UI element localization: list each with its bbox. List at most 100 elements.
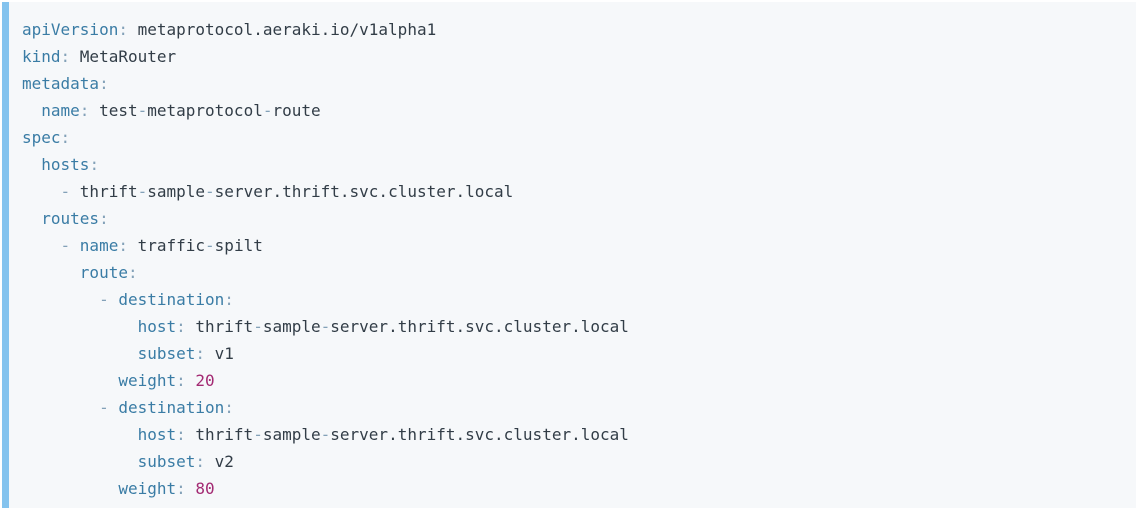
code-token-key: routes — [41, 209, 100, 228]
code-token-value: route — [272, 101, 321, 120]
code-token-sp — [22, 398, 99, 417]
code-token-sp — [22, 317, 138, 336]
code-token-dash: - — [99, 290, 119, 309]
code-token-sp — [22, 182, 61, 201]
code-token-key: weight — [118, 371, 177, 390]
code-token-punc: : — [176, 479, 196, 498]
code-line: - thrift-sample-server.thrift.svc.cluste… — [22, 178, 1120, 205]
code-token-punc: : — [118, 20, 138, 39]
code-token-hyphen: - — [320, 317, 331, 336]
code-line: host: thrift-sample-server.thrift.svc.cl… — [22, 421, 1120, 448]
code-token-sp — [22, 236, 61, 255]
code-token-punc: : — [99, 209, 109, 228]
code-token-value: spilt — [214, 236, 263, 255]
code-token-val: metaprotocol.aeraki.io/v1alpha1 — [137, 20, 437, 39]
code-token-key: kind — [22, 47, 61, 66]
code-token-punc: : — [176, 425, 196, 444]
code-token-dash: - — [60, 236, 80, 255]
code-token-val: v1 — [214, 344, 234, 363]
code-token-hyphen: - — [320, 425, 331, 444]
code-token-num: 20 — [195, 371, 215, 390]
code-token-hyphen: - — [137, 101, 148, 120]
code-token-value: sample — [262, 425, 321, 444]
code-token-value: sample — [262, 317, 321, 336]
code-token-key: host — [137, 317, 177, 336]
code-line: name: test-metaprotocol-route — [22, 97, 1120, 124]
code-token-punc: : — [99, 74, 109, 93]
code-token-key: subset — [137, 344, 196, 363]
code-token-value: thrift — [195, 317, 254, 336]
code-token-key: route — [79, 263, 128, 282]
code-line: routes: — [22, 205, 1120, 232]
code-line: subset: v2 — [22, 448, 1120, 475]
code-line: - name: traffic-spilt — [22, 232, 1120, 259]
code-line: metadata: — [22, 70, 1120, 97]
code-token-value: sample — [147, 182, 206, 201]
code-token-dash: - — [99, 398, 119, 417]
code-token-value: traffic — [137, 236, 206, 255]
code-line: weight: 20 — [22, 367, 1120, 394]
code-token-value: server.thrift.svc.cluster.local — [330, 317, 629, 336]
code-token-punc: : — [224, 290, 234, 309]
code-token-punc: : — [60, 128, 71, 147]
code-line: weight: 80 — [22, 475, 1120, 502]
code-token-key: spec — [22, 128, 61, 147]
code-line: host: thrift-sample-server.thrift.svc.cl… — [22, 313, 1120, 340]
code-token-punc: : — [79, 101, 100, 120]
code-token-sp — [22, 344, 138, 363]
code-token-value: test — [99, 101, 138, 120]
code-token-sp — [22, 209, 41, 228]
code-token-sp — [22, 290, 99, 309]
code-token-key: subset — [137, 452, 196, 471]
code-token-punc: : — [176, 317, 196, 336]
code-line: subset: v1 — [22, 340, 1120, 367]
code-token-value: metaprotocol — [147, 101, 263, 120]
code-line: - destination: — [22, 286, 1120, 313]
code-token-sp — [22, 155, 41, 174]
code-token-punc: : — [89, 155, 100, 174]
code-token-punc: : — [195, 452, 215, 471]
code-token-sp — [22, 452, 138, 471]
code-token-hyphen: - — [262, 101, 273, 120]
code-token-punc: : — [127, 263, 138, 282]
code-token-punc: : — [60, 47, 80, 66]
code-token-punc: : — [195, 344, 215, 363]
code-token-sp — [22, 371, 118, 390]
code-token-hyphen: - — [205, 182, 215, 201]
code-token-key: destination — [118, 290, 225, 309]
code-line: route: — [22, 259, 1120, 286]
code-token-hyphen: - — [205, 236, 215, 255]
code-token-value: thrift — [195, 425, 254, 444]
code-line: spec: — [22, 124, 1120, 151]
code-token-hyphen: - — [253, 317, 263, 336]
code-token-sp — [22, 479, 118, 498]
code-token-val: v2 — [214, 452, 234, 471]
code-token-sp — [22, 263, 80, 282]
code-token-key: metadata — [22, 74, 100, 93]
code-line: - destination: — [22, 394, 1120, 421]
code-token-key: destination — [118, 398, 225, 417]
code-token-punc: : — [176, 371, 196, 390]
code-token-num: 80 — [195, 479, 215, 498]
code-token-value: server.thrift.svc.cluster.local — [214, 182, 514, 201]
code-token-key: name — [41, 101, 80, 120]
code-token-value: thrift — [79, 182, 138, 201]
code-token-hyphen: - — [137, 182, 148, 201]
code-line: hosts: — [22, 151, 1120, 178]
code-token-key: host — [137, 425, 177, 444]
code-token-val: MetaRouter — [79, 47, 177, 66]
code-token-value: server.thrift.svc.cluster.local — [330, 425, 629, 444]
yaml-code-block: apiVersion: metaprotocol.aeraki.io/v1alp… — [2, 2, 1136, 508]
code-token-key: name — [79, 236, 119, 255]
code-token-key: hosts — [41, 155, 90, 174]
code-line: kind: MetaRouter — [22, 43, 1120, 70]
code-token-sp — [22, 101, 41, 120]
code-token-hyphen: - — [253, 425, 263, 444]
code-line: apiVersion: metaprotocol.aeraki.io/v1alp… — [22, 16, 1120, 43]
code-token-key: weight — [118, 479, 177, 498]
code-token-dash: - — [60, 182, 80, 201]
code-token-key: apiVersion — [22, 20, 119, 39]
code-token-punc: : — [118, 236, 138, 255]
code-token-punc: : — [224, 398, 234, 417]
code-token-sp — [22, 425, 138, 444]
